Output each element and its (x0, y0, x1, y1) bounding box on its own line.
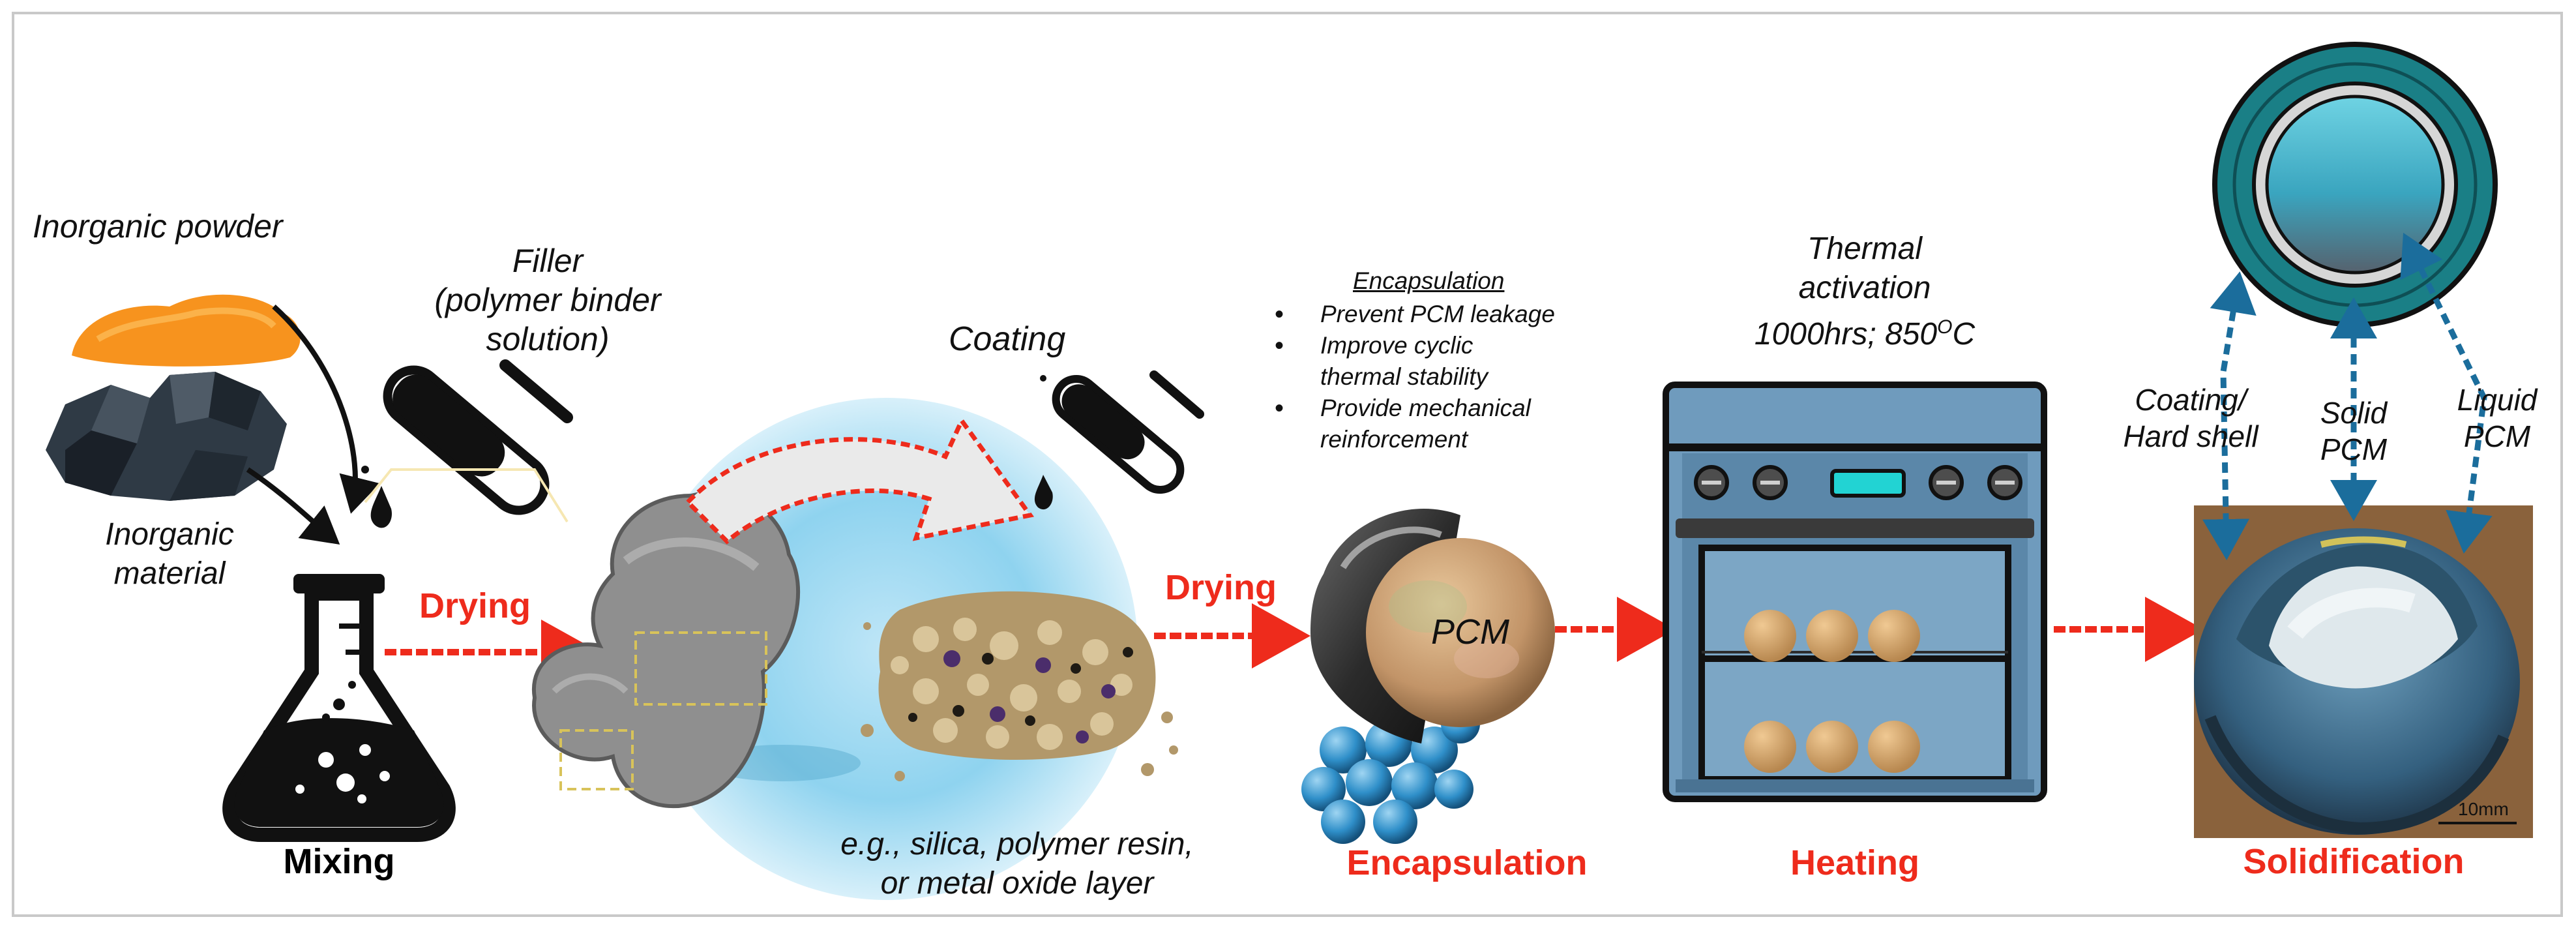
capsule-cross-section-icon (2212, 42, 2498, 327)
label-solid-pcm: Solid PCM (2320, 396, 2388, 466)
label-mixing: Mixing (283, 842, 395, 881)
pcm-sphere-icon (1366, 538, 1555, 727)
label-scale-bar: 10mm (2458, 799, 2509, 819)
label-coating-hard-shell: Coating/ Hard shell (2123, 383, 2258, 453)
inorganic-material-icon (46, 372, 287, 501)
label-thermal-activation: Thermal activation 1000hrs; 850OC (1754, 232, 1976, 352)
label-solidification: Solidification (2243, 842, 2465, 881)
label-encapsulation: Encapsulation (1346, 843, 1588, 882)
label-liquid-pcm: Liquid PCM (2457, 383, 2538, 453)
label-inorganic-powder: Inorganic powder (33, 208, 283, 245)
label-pcm: PCM (1431, 612, 1509, 652)
label-drying-2: Drying (1165, 568, 1277, 607)
figure-frame (12, 12, 2563, 917)
filler-test-tube-icon (361, 359, 573, 528)
inorganic-powder-icon (72, 294, 301, 367)
label-filler: Filler (polymer binder solution) (434, 243, 661, 357)
label-heating: Heating (1790, 843, 1920, 882)
encapsulation-benefit: Provide mechanical reinforcement (1275, 393, 1555, 455)
mixing-flask-icon (222, 574, 456, 842)
encapsulation-benefit: Prevent PCM leakage (1275, 299, 1555, 330)
encapsulation-benefits-list: Prevent PCM leakage Improve cyclic therm… (1275, 299, 1555, 455)
coating-curved-arrow (685, 416, 1035, 545)
coating-test-tube-icon (1034, 370, 1204, 510)
oven-icon (1663, 382, 2047, 802)
encapsulation-box-title: Encapsulation (1353, 267, 1505, 294)
solidified-capsule-photo (2194, 505, 2533, 838)
powder-to-flask-arrows (246, 305, 380, 545)
label-drying-1: Drying (419, 586, 531, 625)
label-coating: Coating (949, 320, 1066, 358)
oven-display (1830, 469, 1906, 498)
coated-particle-cluster-icon (861, 591, 1178, 781)
label-inorganic-material: Inorganic material (105, 517, 234, 591)
encapsulation-benefit: Improve cyclic thermal stability (1275, 330, 1555, 393)
label-pointer-arrows (2202, 232, 2493, 560)
label-coating-examples: e.g., silica, polymer resin, or metal ox… (840, 827, 1194, 901)
oven-knobs (1694, 465, 2022, 500)
